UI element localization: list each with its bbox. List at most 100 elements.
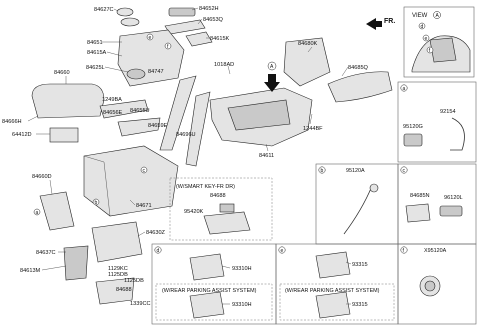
garnish-part <box>185 31 213 47</box>
callout-e-main: e <box>149 35 152 41</box>
callout-circle-c-main <box>140 166 148 174</box>
label-93310H-top: 93310H <box>232 266 252 272</box>
callout-circle-e-main <box>146 33 154 41</box>
label-84630Z: 84630Z <box>146 230 166 236</box>
label-84660D: 84660D <box>32 174 52 180</box>
callout-e-view: e <box>425 36 428 42</box>
section-d-sub-frame <box>155 283 273 321</box>
lower-console-edge <box>83 155 111 217</box>
power-outlet-core-part <box>424 280 436 292</box>
leader-line <box>129 199 136 206</box>
section-a-frame <box>397 81 477 163</box>
section-d-circle <box>154 246 162 254</box>
label-84685N: 84685N <box>410 193 430 199</box>
callout-f-view: f <box>429 48 431 54</box>
callout-circle-a-main <box>33 208 41 216</box>
label-84611: 84611 <box>259 153 274 159</box>
view-arrow-icon <box>264 74 280 92</box>
leader-line <box>106 51 123 57</box>
fr-label: FR. <box>384 18 395 25</box>
view-a-frame <box>403 6 475 78</box>
cup-holder-insert-part <box>116 7 134 17</box>
console-inner-part <box>227 99 291 131</box>
lower-console-part <box>83 145 179 217</box>
view-a-arrow-circle <box>267 61 277 71</box>
label-1339CC: 1339CC <box>130 301 151 307</box>
leader-line <box>191 7 199 11</box>
section-b-frame <box>315 163 399 245</box>
label-84625L: 84625L <box>86 65 105 71</box>
switch-housing-part <box>99 99 149 119</box>
section-a-circle <box>400 84 408 92</box>
wire-harness-part <box>450 117 465 151</box>
lh-side-trim-part <box>159 75 197 151</box>
label-84685Q: 84685Q <box>348 65 369 71</box>
label-84615K: 84615K <box>210 36 230 42</box>
leader-lines <box>27 7 349 271</box>
view-a-arrow-letter: A <box>270 64 274 70</box>
view-a-trim-part <box>429 37 457 63</box>
callout-a-main: a <box>36 210 39 216</box>
label-84666H: 84666H <box>2 119 22 125</box>
section-e-sub-frame <box>279 283 395 321</box>
smart-key-antenna-bracket-part <box>203 211 251 235</box>
callout-circle-b-main <box>92 198 100 206</box>
label-84613M: 84613M <box>20 268 41 274</box>
label-84615A: 84615A <box>87 50 107 56</box>
section-d-letter: d <box>157 248 160 254</box>
section-c: c 84685N 96120L <box>397 163 477 245</box>
label-84653Q: 84653Q <box>203 17 224 23</box>
section-b: b 95120A <box>315 163 399 245</box>
main-assembly: e f A a b c <box>31 7 393 305</box>
callout-c-main: c <box>143 168 146 174</box>
switch-d-top-part <box>189 253 225 281</box>
label-1018AD: 1018AD <box>214 62 234 68</box>
armrest-lid-part <box>31 83 105 119</box>
view-a-letter: A <box>436 13 440 19</box>
label-84671: 84671 <box>136 203 152 209</box>
label-92154: 92154 <box>440 109 456 115</box>
label-1244BF: 1244BF <box>303 126 323 132</box>
rear-cover-part <box>327 71 393 103</box>
switch-panel-part <box>168 7 196 17</box>
leader-line <box>197 18 203 25</box>
section-e-circle <box>278 246 286 254</box>
label-84660: 84660 <box>54 70 70 76</box>
section-c-frame <box>397 163 477 245</box>
label-84696U: 84696U <box>176 132 196 138</box>
label-84688-bracket: 84688 <box>116 287 132 293</box>
leader-line <box>49 179 53 195</box>
view-a-title: VIEW <box>412 13 428 19</box>
cup-ring-part <box>120 17 140 27</box>
label-1249BA: 1249BA <box>102 97 122 103</box>
section-f: f X95120A <box>397 243 477 325</box>
aux-jack-part <box>439 205 463 217</box>
storage-tray-part <box>49 127 79 143</box>
label-84652H: 84652H <box>199 6 219 12</box>
storage-box-part <box>91 221 143 263</box>
label-84655U: 84655U <box>130 108 150 114</box>
section-c-circle <box>400 166 408 174</box>
callout-circle-view-d <box>418 22 426 30</box>
leader-line <box>307 46 313 53</box>
section-c-letter: c <box>403 168 406 174</box>
leader-line <box>265 143 269 152</box>
label-1129KC: 1129KC <box>108 266 128 272</box>
leader-line <box>113 8 119 12</box>
smart-key-antenna-part <box>219 203 235 213</box>
antenna-wire-part <box>343 185 373 235</box>
section-b-title: 95120A <box>346 168 365 174</box>
label-84627C: 84627C <box>94 7 114 13</box>
callout-f-main: f <box>167 44 169 50</box>
leader-line <box>345 261 352 265</box>
label-1125DB-a: 1125DB <box>108 272 128 278</box>
label-84747: 84747 <box>148 69 164 75</box>
leader-line <box>41 265 67 271</box>
section-e-sub-title: (W/REAR PARKING ASSIST SYSTEM) <box>285 288 380 294</box>
label-95120G: 95120G <box>403 124 423 130</box>
switch-e-top-part <box>315 251 351 279</box>
label-84651: 84651 <box>87 40 103 46</box>
smart-key-label-84688: 84688 <box>210 193 226 199</box>
switch-d-bottom-part <box>189 291 225 319</box>
